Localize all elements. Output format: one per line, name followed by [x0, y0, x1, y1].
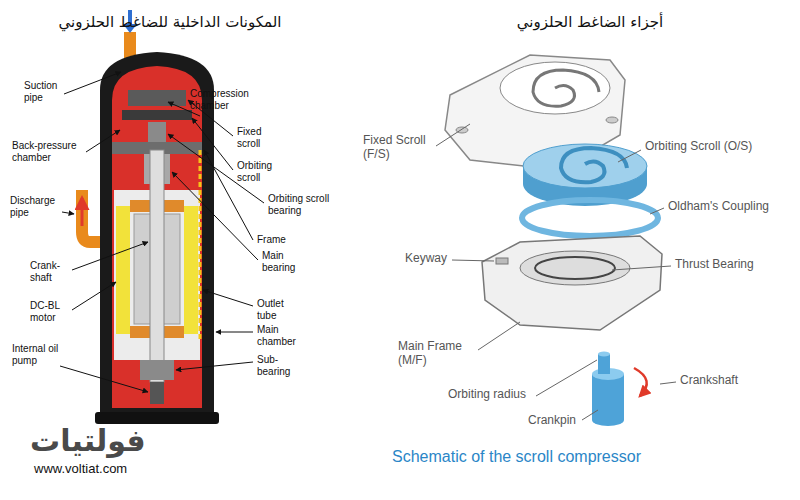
part-label: Internal oil pump — [12, 343, 60, 366]
fixed-scroll-face — [500, 62, 610, 114]
leader-line — [612, 266, 671, 270]
stator — [184, 206, 198, 334]
outlet-tube — [199, 150, 202, 340]
part-label: Suction pipe — [24, 80, 64, 103]
part-label: Fixed scroll — [237, 126, 279, 149]
caption: Schematic of the scroll compressor — [392, 448, 641, 466]
leader-line — [582, 410, 598, 420]
part-label: Back-pressure chamber — [12, 140, 86, 163]
thrust-bearing — [535, 257, 615, 279]
leader-line — [478, 322, 520, 350]
leader-line — [618, 150, 641, 162]
leader-line — [192, 118, 233, 170]
leader-line — [72, 242, 148, 270]
shaft-body — [592, 374, 624, 426]
part-label: Crankshaft — [680, 374, 790, 388]
part-label: Main chamber — [257, 324, 307, 347]
part-label: Crank-shaft — [30, 260, 70, 283]
leader-line — [176, 362, 253, 370]
stator — [116, 206, 130, 334]
watermark: فولتيات — [30, 426, 170, 456]
part-label: Sub-bearing — [257, 354, 303, 377]
scroll-spiral — [561, 148, 627, 182]
part-label: DC-BL motor — [30, 300, 72, 323]
leader-line — [60, 366, 148, 392]
oldham-ring — [522, 200, 658, 236]
orbiting-face — [523, 144, 647, 188]
leader-line — [452, 260, 494, 261]
leader-lines — [436, 124, 676, 420]
leader-line — [62, 212, 74, 214]
scroll-spiral — [533, 70, 599, 106]
compressor-cutaway — [82, 10, 219, 424]
part-label: Orbiting scroll — [237, 160, 287, 183]
part-label: Crankpin — [528, 414, 588, 428]
part-label: Main Frame (M/F) — [398, 340, 476, 368]
crankpin — [598, 354, 610, 374]
exploded-view — [445, 55, 662, 426]
crankshaft — [592, 352, 647, 427]
main-frame — [482, 236, 662, 330]
part-label: Discharge pipe — [10, 195, 62, 218]
rotation-arrow — [634, 368, 647, 396]
part-label: Orbiting Scroll (O/S) — [645, 140, 795, 154]
part-label: Keyway — [405, 252, 455, 266]
flow-arrow — [81, 198, 84, 226]
part-label: Fixed Scroll (F/S) — [363, 134, 435, 162]
keyway — [496, 258, 508, 264]
leader-line — [203, 290, 253, 306]
scroll-bearing — [148, 122, 166, 142]
leader-line — [436, 124, 470, 146]
part-label: Frame — [257, 234, 297, 246]
orbiting-scroll — [122, 110, 192, 120]
sub-bearing — [140, 360, 174, 380]
part-label: Compression chamber — [190, 88, 256, 111]
leader-line — [216, 332, 253, 333]
part-label: Main bearing — [262, 250, 308, 273]
part-label: Thrust Bearing — [675, 258, 795, 272]
cutaway-interior — [112, 66, 202, 408]
discharge-pipe — [82, 190, 100, 242]
leader-line — [64, 72, 121, 94]
leader-lines — [60, 72, 264, 392]
part-label: Oldham's Coupling — [668, 200, 796, 214]
part-label: Orbiting radius — [448, 388, 543, 402]
leader-line — [72, 282, 116, 310]
oil-pump — [150, 382, 164, 404]
bolt-hole — [606, 117, 618, 123]
crankshaft — [150, 150, 164, 382]
compressor-base — [95, 412, 219, 424]
heading: المكونات الداخلية للضاغط الحلزوني — [20, 14, 320, 31]
fixed-scroll — [128, 90, 186, 106]
leader-line — [172, 172, 258, 260]
leader-line — [660, 382, 676, 384]
crankpin-top — [598, 352, 610, 357]
leader-line — [86, 130, 120, 152]
frame-bore — [520, 251, 630, 285]
frame-body — [482, 236, 662, 330]
leader-line — [650, 208, 664, 214]
watermark-url: www.voltiat.com — [34, 462, 174, 477]
part-label: Outlet tube — [257, 298, 299, 321]
part-label: Orbiting scroll bearing — [268, 193, 348, 216]
leader-line — [536, 360, 597, 396]
orbiting-scroll — [523, 144, 647, 206]
heading: أجزاء الضاغط الحلزوني — [470, 14, 710, 31]
